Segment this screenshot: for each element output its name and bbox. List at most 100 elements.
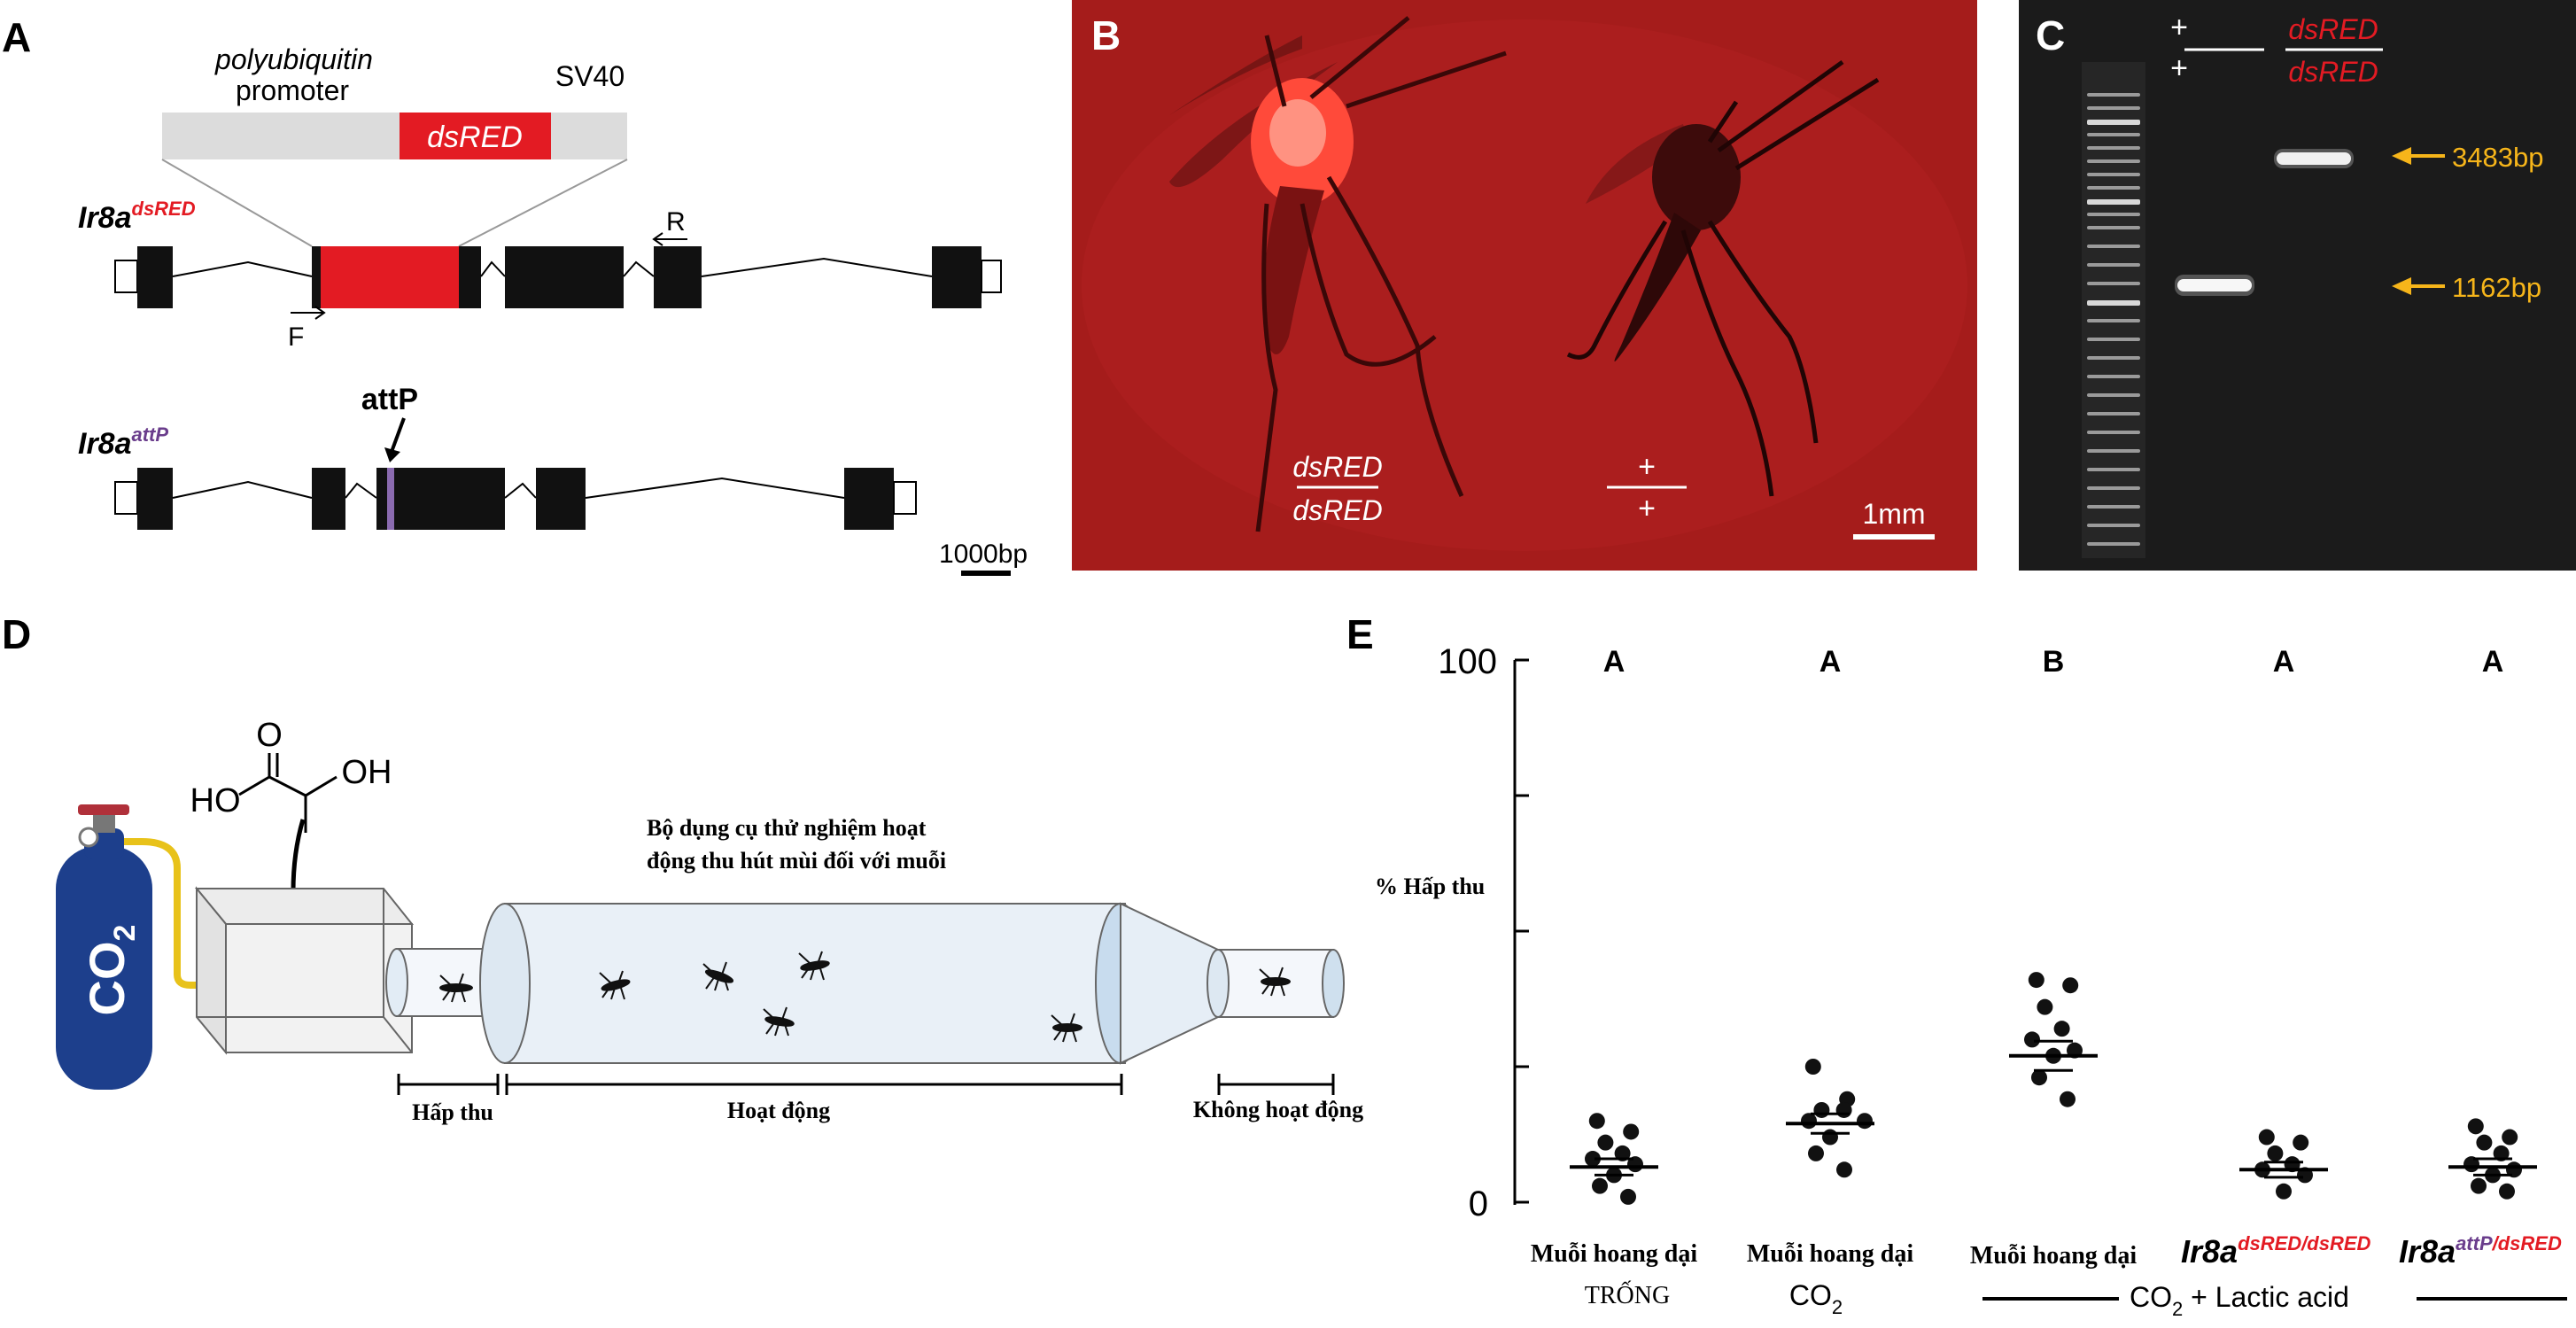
data-point	[2031, 1069, 2047, 1086]
ladder-band	[2087, 173, 2140, 176]
data-point	[2467, 1118, 2484, 1135]
dsred-insert-label: dsRED	[427, 120, 523, 154]
data-point	[2493, 1145, 2510, 1161]
primer-r-arrow	[652, 232, 687, 246]
apparatus-title-line2: động thu hút mùi đối với muỗi	[647, 848, 946, 874]
panel-b-letter: B	[1091, 12, 1121, 58]
data-point	[1623, 1123, 1640, 1140]
mosquito-wildtype	[1566, 59, 1880, 497]
data-point	[2258, 1129, 2275, 1145]
mosquito-icon	[439, 973, 473, 1003]
data-point	[1597, 1134, 1614, 1151]
ladder-band	[2087, 449, 2140, 453]
ladder-band	[2087, 93, 2140, 97]
mosquito-icon	[1051, 1013, 1082, 1043]
ladder-band	[2087, 542, 2140, 546]
band-1162bp	[2177, 279, 2252, 291]
apparatus-title-line1: Bộ dụng cụ thử nghiệm hoạt	[647, 815, 927, 841]
ladder-band	[2087, 300, 2140, 306]
data-point	[2267, 1145, 2284, 1161]
primer-r-label: R	[666, 207, 686, 237]
group5-label: Ir8aattP/dsRED	[2399, 1232, 2562, 1270]
data-point	[1835, 1101, 1852, 1118]
data-point	[2476, 1134, 2493, 1151]
ladder-band	[2087, 486, 2140, 490]
mosquito-icon	[798, 951, 830, 981]
group2-condition: CO2	[1789, 1279, 1843, 1318]
data-point	[1813, 1101, 1830, 1118]
ladder-band	[2087, 106, 2140, 110]
band-3483bp	[2277, 152, 2351, 165]
mosquito-icon	[1259, 967, 1291, 997]
panel-a: A polyubiquitin promoter SV40 dsRED Ir8a…	[2, 14, 1028, 576]
data-point	[2053, 1021, 2070, 1037]
zone-brackets	[397, 1074, 1335, 1095]
ladder-band	[2087, 431, 2140, 434]
main-tube	[479, 902, 1345, 1065]
ladder-band	[2087, 375, 2140, 378]
odor-chamber	[194, 886, 415, 1055]
gene-model-attp	[114, 468, 917, 530]
data-point	[2037, 998, 2053, 1015]
data-point	[2276, 1183, 2292, 1200]
panel-d-letter: D	[2, 611, 31, 657]
ladder-band	[2087, 245, 2140, 248]
genotype-right-numerator: +	[1638, 450, 1656, 484]
ladder-band	[2087, 468, 2140, 471]
y-ticks	[1515, 658, 1529, 1204]
ladder-band	[2087, 356, 2140, 360]
lane1-genotype-numerator: +	[2170, 11, 2188, 44]
data-point	[1614, 1145, 1631, 1161]
ladder-band	[2087, 263, 2140, 267]
sv40-label: SV40	[555, 60, 625, 92]
data-point	[2062, 977, 2079, 994]
group4-label: Ir8adsRED/dsRED	[2181, 1232, 2371, 1270]
scale-bar-a	[961, 571, 1011, 576]
ladder-band	[2087, 338, 2140, 341]
mosquito-icon	[702, 961, 734, 991]
panel-a-letter: A	[2, 14, 31, 60]
data-point	[1804, 1059, 1821, 1075]
ladder-band	[2087, 524, 2140, 527]
promoter-label-line2: promoter	[236, 74, 349, 106]
panel-b: dsRED dsRED + + 1mm B	[1072, 0, 1977, 571]
mosquito-icon	[599, 970, 631, 1000]
band-upper-label: 3483bp	[2452, 142, 2543, 173]
ladder-band	[2087, 186, 2140, 190]
band-lower-label: 1162bp	[2452, 272, 2541, 303]
scale-bar-b-label: 1mm	[1862, 498, 1925, 530]
ladder-band	[2087, 393, 2140, 397]
arrow-3483-head	[2392, 147, 2411, 165]
lane2-genotype-numerator: dsRED	[2288, 13, 2378, 45]
significance-letter: A	[2273, 645, 2295, 679]
panel-d: D CO2 O HO OH	[2, 611, 1363, 1125]
data-point	[1585, 1151, 1601, 1168]
zone-inactive-label: Không hoạt động	[1193, 1097, 1363, 1122]
allele-attp-label: Ir8aattP	[78, 423, 168, 461]
panel-c-letter: C	[2036, 12, 2065, 58]
acid-ho-label: HO	[190, 782, 241, 819]
ladder-bands	[2087, 93, 2140, 546]
data-point	[2024, 1031, 2040, 1048]
promoter-label-line1: polyubiquitin	[214, 43, 373, 75]
significance-letter: A	[1603, 645, 1626, 679]
data-point	[1857, 1113, 1873, 1130]
primer-f-arrow	[291, 306, 326, 320]
condition-bracket-label: CO2 + Lactic acid	[2130, 1281, 2349, 1320]
lane1-genotype-denominator: +	[2170, 51, 2188, 85]
significance-letter: B	[2043, 645, 2065, 679]
arrow-1162-head	[2392, 277, 2411, 295]
co2-cylinder: CO2	[56, 804, 213, 1090]
genotype-right-denominator: +	[1638, 492, 1656, 525]
data-point	[2502, 1129, 2518, 1145]
mosquito-dsred-fluorescent	[1169, 16, 1507, 532]
significance-letter: A	[1819, 645, 1842, 679]
y-tick-label-100: 100	[1438, 642, 1497, 681]
attp-arrow-head	[384, 447, 400, 462]
ladder-band	[2087, 146, 2140, 150]
acid-oh-label: OH	[342, 754, 392, 791]
group1-label: Muỗi hoang dại	[1531, 1240, 1697, 1268]
group3-label: Muỗi hoang dại	[1970, 1242, 2137, 1270]
